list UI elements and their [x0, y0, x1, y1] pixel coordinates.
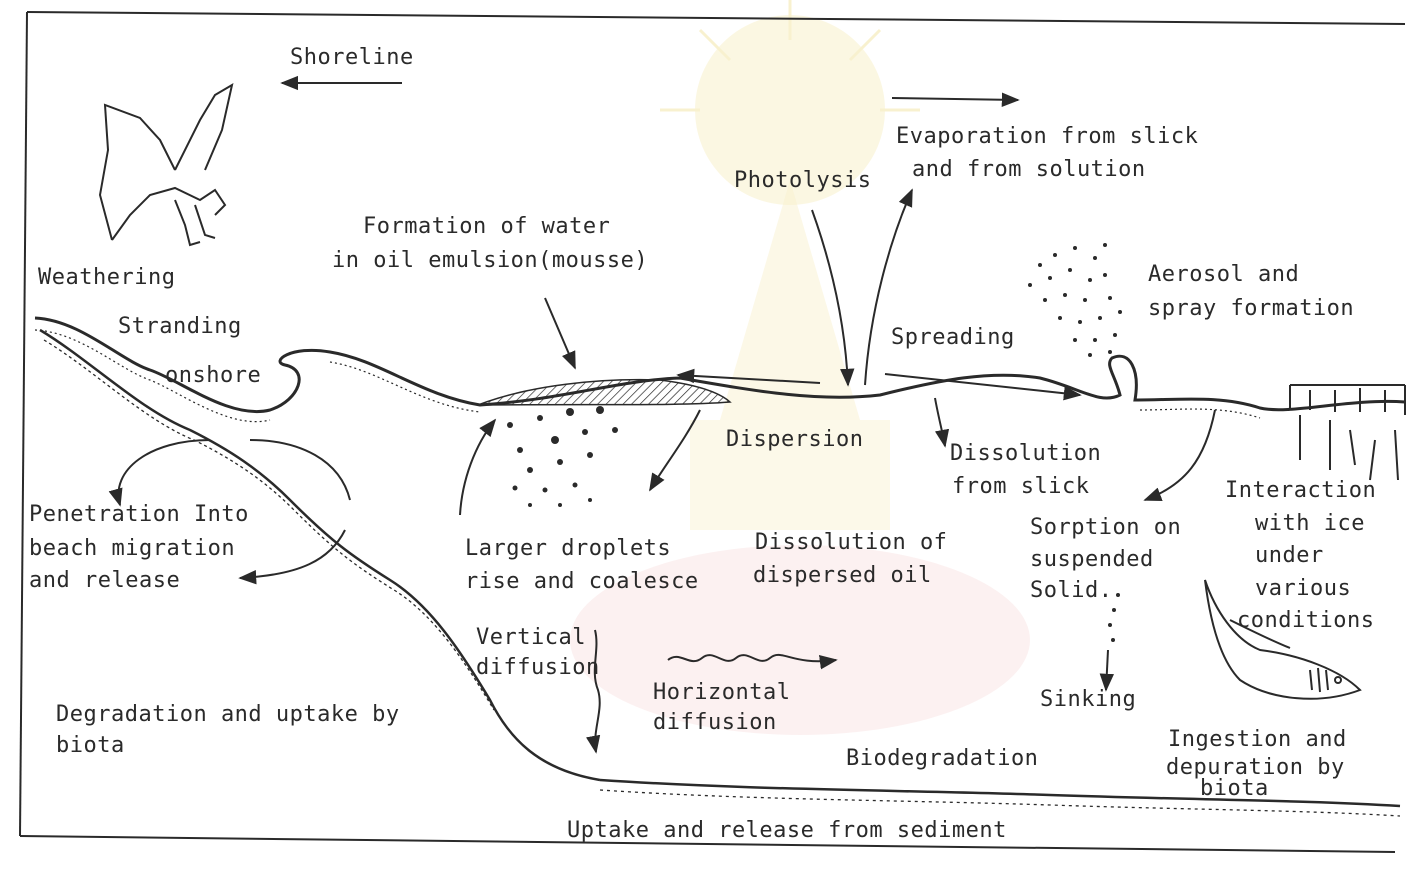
label-droplets-line1: Larger droplets [465, 533, 671, 564]
mousse-arrow [545, 298, 575, 368]
label-vertical-line2: diffusion [476, 652, 600, 683]
label-horizontal-line1: Horizontal [653, 677, 790, 708]
aerosol-dots [1028, 243, 1122, 357]
ice-blocks-icon [1290, 385, 1405, 480]
label-aerosol-line2: spray formation [1148, 293, 1354, 324]
rise-arrow [460, 420, 495, 515]
label-biodegradation: Biodegradation [846, 743, 1038, 774]
label-evaporation-line2: and from solution [912, 154, 1146, 185]
label-dissolution-slick-line2: from slick [952, 471, 1089, 502]
label-dissolution-dispersed-line2: dispersed oil [753, 560, 932, 591]
label-evaporation-line1: Evaporation from slick [896, 121, 1198, 152]
label-dissolution-slick-line1: Dissolution [950, 438, 1101, 469]
label-ice-line1: Interaction [1225, 475, 1376, 506]
label-shoreline: Shoreline [290, 42, 414, 73]
label-degradation-line1: Degradation and uptake by [56, 699, 400, 730]
label-sediment: Uptake and release from sediment [567, 815, 1007, 846]
label-photolysis: Photolysis [734, 165, 871, 196]
label-stranding: Stranding [118, 311, 242, 342]
label-sorption-line2: suspended [1030, 544, 1154, 575]
evaporation-curve-arrow [865, 190, 912, 385]
label-weathering: Weathering [38, 262, 175, 293]
label-ice-line4: various [1255, 573, 1351, 604]
watermark-seal [570, 0, 1030, 735]
label-mousse-line1: Formation of water [363, 211, 610, 242]
label-ice-line2: with ice [1255, 508, 1365, 539]
label-spreading: Spreading [891, 322, 1015, 353]
label-penetration-line1: Penetration Into [29, 499, 249, 530]
label-sinking: Sinking [1040, 684, 1136, 715]
label-vertical-line1: Vertical [476, 622, 586, 653]
oil-slick [478, 380, 730, 405]
label-mousse-line2: in oil emulsion(mousse) [332, 245, 648, 276]
label-aerosol-line1: Aerosol and [1148, 259, 1299, 290]
label-sorption-line1: Sorption on [1030, 512, 1181, 543]
oil-droplets [507, 406, 618, 507]
label-degradation-line2: biota [56, 730, 125, 761]
label-penetration-line3: and release [29, 565, 180, 596]
label-ice-line5: conditions [1237, 605, 1374, 636]
label-penetration-line2: beach migration [29, 533, 235, 564]
sea-floor [600, 780, 1400, 806]
label-dispersion: Dispersion [726, 424, 863, 455]
label-onshore: onshore [165, 360, 261, 391]
label-ice-line3: under [1255, 540, 1324, 571]
label-horizontal-line2: diffusion [653, 707, 777, 738]
evaporation-arrow [892, 98, 1018, 100]
label-sorption-line3: Solid. [1030, 575, 1112, 606]
label-ingestion-line3: biota [1200, 773, 1269, 804]
label-ingestion-line1: Ingestion and [1168, 724, 1347, 755]
dissolution-arrow [935, 398, 945, 446]
label-dissolution-dispersed-line1: Dissolution of [755, 527, 947, 558]
seabird-icon [100, 85, 232, 245]
sorption-arrow [1145, 410, 1215, 500]
label-droplets-line2: rise and coalesce [465, 566, 699, 597]
